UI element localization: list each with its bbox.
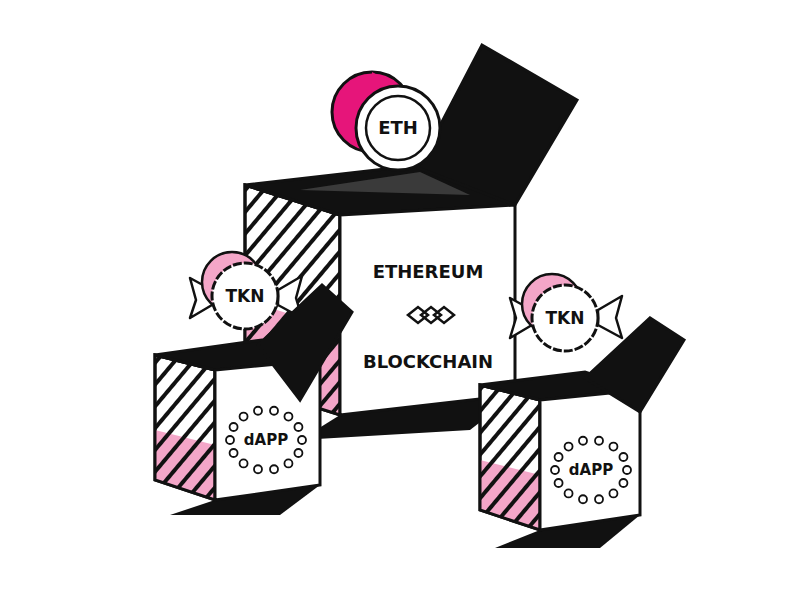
ring-dot — [595, 495, 603, 503]
ring-dot — [270, 465, 278, 473]
ring-dot — [240, 413, 248, 421]
ring-dot — [230, 423, 238, 431]
ring-dot — [609, 443, 617, 451]
box-lid — [585, 318, 684, 412]
eth-coin — [332, 72, 440, 170]
ring-dot — [565, 489, 573, 497]
label-text: BLOCKCHAIN — [363, 352, 493, 372]
ring-dot — [298, 436, 306, 444]
coin-label: ETH — [368, 104, 428, 152]
ring-dot — [579, 495, 587, 503]
ring-dot — [565, 443, 573, 451]
ring-dot — [551, 466, 559, 474]
ring-dot — [294, 449, 302, 457]
label-text: dAPP — [244, 432, 288, 449]
ring-dot — [619, 453, 627, 461]
ring-dot — [609, 489, 617, 497]
ring-dot — [619, 479, 627, 487]
ring-dot — [270, 407, 278, 415]
ring-dot — [240, 459, 248, 467]
blockchain-box-label: ETHEREUM BLOCKCHAIN — [352, 262, 504, 372]
ring-dot — [284, 413, 292, 421]
ring-dot — [254, 407, 262, 415]
box-lid — [258, 285, 352, 400]
ring-dot — [555, 453, 563, 461]
ring-dot — [555, 479, 563, 487]
token-candy — [510, 274, 622, 351]
ring-dot — [579, 437, 587, 445]
label-text: TKN — [226, 287, 265, 306]
dapp-box-label: dAPP — [237, 418, 295, 462]
ring-dot — [284, 459, 292, 467]
dot-ring — [226, 407, 631, 503]
label-text: ETH — [378, 118, 418, 138]
ring-dot — [230, 449, 238, 457]
token-candy: TKN — [217, 274, 273, 318]
ring-dot — [226, 436, 234, 444]
ring-dot — [623, 466, 631, 474]
blockchain-box — [245, 45, 577, 415]
ethereum-logo — [408, 307, 454, 323]
token-candy: TKN — [537, 296, 593, 340]
label-text: ETHEREUM — [373, 262, 484, 282]
label-text: TKN — [546, 309, 585, 328]
ring-dot — [294, 423, 302, 431]
ring-dot — [595, 437, 603, 445]
dapp-box-label: dAPP — [562, 448, 620, 492]
label-text: dAPP — [569, 462, 613, 479]
ring-dot — [254, 465, 262, 473]
